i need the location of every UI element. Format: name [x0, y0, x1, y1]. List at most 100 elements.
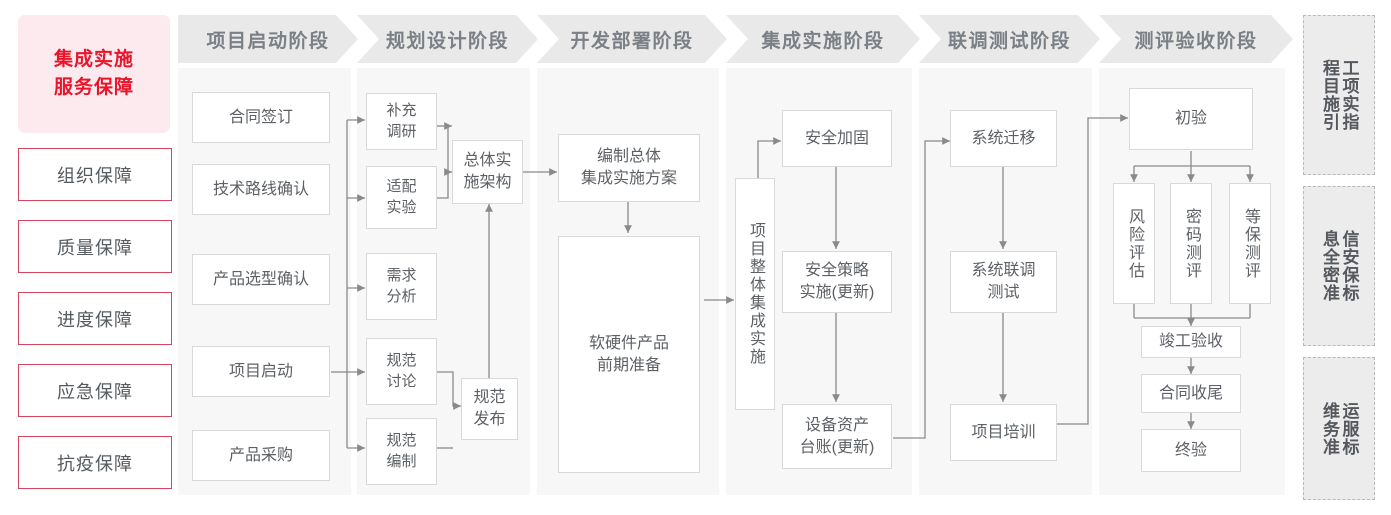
- standard-label-left: 工项实指: [1339, 59, 1359, 131]
- guarantee-item-organization[interactable]: 组织保障: [18, 148, 172, 201]
- standard-label-left: 运服标: [1339, 401, 1359, 456]
- node-overall-impl-architecture[interactable]: 总体实 施架构: [452, 140, 523, 204]
- node-preliminary-acceptance[interactable]: 初验: [1129, 88, 1253, 150]
- service-guarantee-title-line2: 服务保障: [53, 77, 134, 98]
- node-label-line2: 分析: [386, 287, 417, 305]
- node-label-line2: 实验: [386, 198, 417, 216]
- node-system-migration[interactable]: 系统迁移: [950, 110, 1057, 167]
- node-label: 项目整体集成实施: [747, 222, 764, 366]
- node-label: 密码测评: [1183, 207, 1200, 280]
- node-label-line2: 台账(更新): [799, 438, 875, 456]
- node-overall-project-integration[interactable]: 项目整体集成实施: [735, 178, 775, 410]
- node-spec-discussion[interactable]: 规范 讨论: [366, 338, 437, 405]
- phase-header-label: 测评验收阶段: [1134, 30, 1258, 52]
- node-hw-sw-preparation[interactable]: 软硬件产品 前期准备: [558, 236, 700, 473]
- node-label-line2: 前期准备: [596, 356, 661, 374]
- node-system-joint-debug-test[interactable]: 系统联调 测试: [950, 251, 1057, 313]
- node-label-line1: 总体实: [463, 152, 512, 170]
- service-guarantee-title-line1: 集成实施: [53, 49, 134, 71]
- node-supplementary-research[interactable]: 补充 调研: [366, 93, 437, 150]
- node-label: 产品选型确认: [212, 270, 309, 288]
- standard-engineering-guideline[interactable]: 程目施引 工项实指: [1303, 15, 1375, 175]
- node-security-policy-impl[interactable]: 安全策略 实施(更新): [782, 251, 892, 313]
- node-label: 合同签订: [228, 108, 293, 126]
- node-label-line1: 安全策略: [804, 262, 869, 280]
- guarantee-item-label: 应急保障: [57, 381, 133, 402]
- node-label-line2: 调研: [386, 122, 417, 140]
- node-crypto-evaluation[interactable]: 密码测评: [1170, 183, 1212, 304]
- node-label: 竣工验收: [1158, 333, 1223, 351]
- guarantee-item-label: 组织保障: [57, 165, 133, 186]
- node-label-line1: 适配: [386, 178, 417, 196]
- phase-header-project-start[interactable]: 项目启动阶段: [178, 15, 358, 63]
- standard-ops-service[interactable]: 维务准 运服标: [1303, 357, 1375, 500]
- phase-header-evaluation-accept[interactable]: 测评验收阶段: [1099, 15, 1293, 63]
- node-label-line1: 规范: [386, 432, 417, 450]
- node-spec-drafting[interactable]: 规范 编制: [366, 418, 437, 485]
- service-guarantee-panel: 集成实施 服务保障 组织保障 质量保障 进度保障 应急保障 抗疫保障: [18, 15, 172, 500]
- node-label-line1: 设备资产: [804, 416, 869, 434]
- node-mlps-evaluation[interactable]: 等保测评: [1229, 183, 1271, 304]
- node-product-purchase[interactable]: 产品采购: [192, 430, 330, 481]
- node-label-line2: 施架构: [463, 174, 512, 191]
- node-label-line1: 需求: [386, 267, 417, 285]
- node-tech-route-confirm[interactable]: 技术路线确认: [192, 164, 330, 215]
- node-label-line1: 规范: [473, 389, 506, 407]
- phase-header-label: 联调测试阶段: [947, 30, 1071, 52]
- standard-label-right: 程目施引: [1320, 59, 1339, 131]
- phase-header-dev-deploy[interactable]: 开发部署阶段: [537, 15, 727, 63]
- guarantee-item-emergency[interactable]: 应急保障: [18, 364, 172, 417]
- node-adaptation-experiment[interactable]: 适配 实验: [366, 166, 437, 229]
- standard-label-left: 信安保标: [1339, 230, 1359, 302]
- node-label-line2: 发布: [473, 411, 506, 428]
- guarantee-item-epidemic[interactable]: 抗疫保障: [18, 436, 172, 489]
- node-completion-acceptance[interactable]: 竣工验收: [1141, 326, 1241, 358]
- node-spec-release[interactable]: 规范 发布: [461, 378, 518, 440]
- phase-header-label: 规划设计阶段: [385, 30, 509, 52]
- phase-header-planning-design[interactable]: 规划设计阶段: [357, 15, 538, 63]
- node-project-training[interactable]: 项目培训: [950, 404, 1057, 461]
- node-draft-overall-integration-plan[interactable]: 编制总体 集成实施方案: [558, 134, 700, 202]
- standard-label-right: 维务准: [1320, 401, 1339, 456]
- node-label-line2: 集成实施方案: [580, 170, 677, 187]
- node-label-line1: 系统联调: [971, 262, 1036, 280]
- node-label-line2: 实施(更新): [799, 284, 875, 301]
- guarantee-item-label: 抗疫保障: [57, 453, 133, 474]
- node-label: 风险评估: [1126, 207, 1143, 280]
- node-contract-signing[interactable]: 合同签订: [192, 92, 330, 143]
- phase-header-integration[interactable]: 集成实施阶段: [726, 15, 920, 63]
- standard-infosec-confidentiality[interactable]: 息全密准 信安保标: [1303, 186, 1375, 346]
- node-label: 技术路线确认: [212, 180, 309, 198]
- node-label: 等保测评: [1242, 207, 1259, 280]
- guarantee-item-quality[interactable]: 质量保障: [18, 220, 172, 273]
- node-label: 产品采购: [228, 446, 293, 464]
- guarantee-item-label: 质量保障: [57, 237, 133, 258]
- node-label: 合同收尾: [1158, 384, 1223, 402]
- phase-header-joint-test[interactable]: 联调测试阶段: [919, 15, 1100, 63]
- node-label-line1: 规范: [386, 352, 417, 370]
- node-label-line1: 编制总体: [596, 148, 661, 166]
- node-label: 终验: [1174, 441, 1207, 459]
- node-requirement-analysis[interactable]: 需求 分析: [366, 253, 437, 320]
- node-label: 系统迁移: [971, 129, 1036, 147]
- phase-header-label: 项目启动阶段: [206, 30, 330, 52]
- service-guarantee-title: 集成实施 服务保障: [18, 15, 170, 133]
- node-project-kickoff[interactable]: 项目启动: [192, 346, 330, 397]
- phase-header-label: 开发部署阶段: [570, 30, 694, 52]
- node-contract-closeout[interactable]: 合同收尾: [1141, 374, 1241, 413]
- node-product-selection[interactable]: 产品选型确认: [192, 254, 330, 305]
- node-risk-assessment[interactable]: 风险评估: [1113, 183, 1155, 304]
- node-security-hardening[interactable]: 安全加固: [782, 110, 892, 167]
- node-label-line1: 补充: [386, 102, 417, 120]
- guarantee-item-schedule[interactable]: 进度保障: [18, 292, 172, 345]
- node-label: 项目启动: [228, 362, 293, 380]
- node-label-line2: 测试: [987, 284, 1020, 301]
- node-label-line2: 编制: [386, 452, 417, 470]
- node-label: 项目培训: [971, 423, 1036, 441]
- node-final-acceptance[interactable]: 终验: [1141, 429, 1241, 472]
- node-label: 初验: [1174, 110, 1207, 128]
- node-asset-ledger-update[interactable]: 设备资产 台账(更新): [782, 404, 892, 469]
- node-label-line1: 软硬件产品: [588, 334, 669, 352]
- node-label: 安全加固: [804, 129, 869, 147]
